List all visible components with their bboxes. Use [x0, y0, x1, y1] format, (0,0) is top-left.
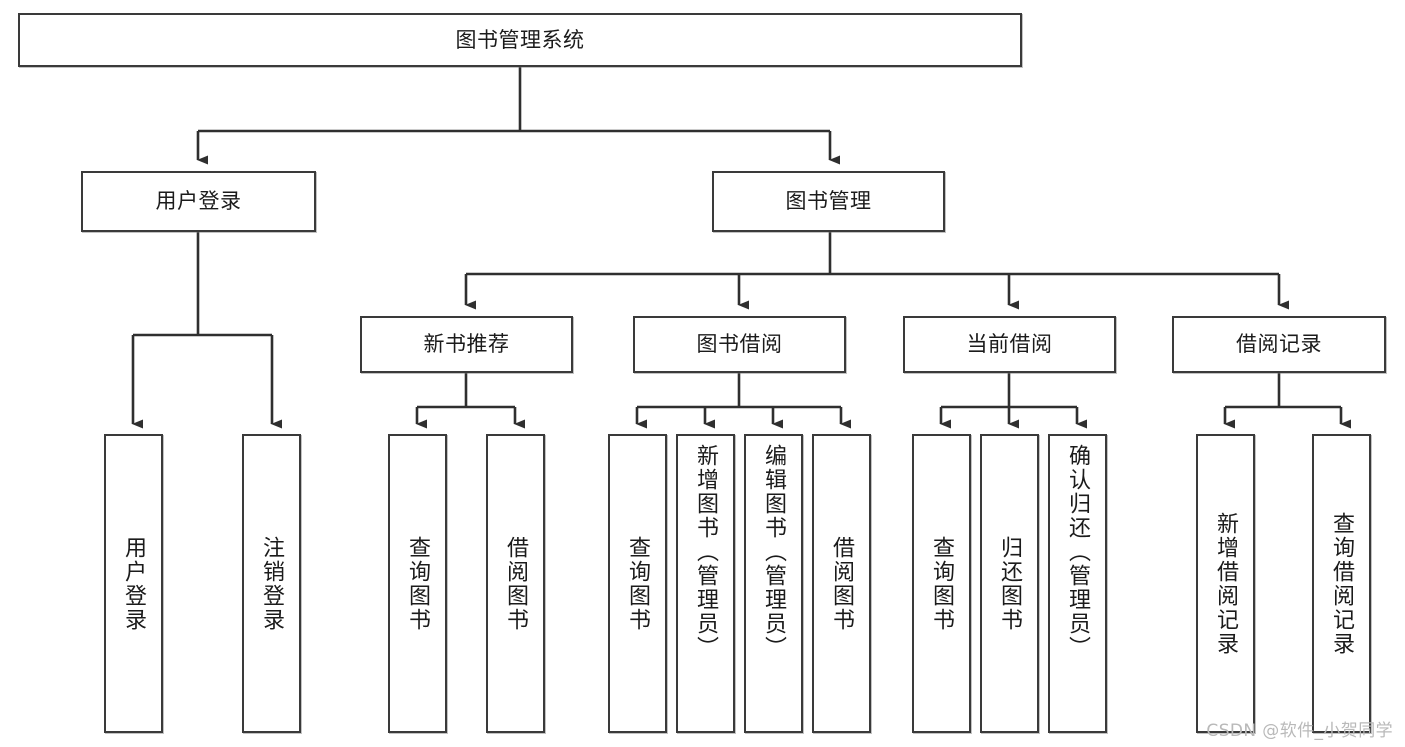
node-label: 借阅图书: [503, 535, 529, 632]
leaf-confirm-return-admin[interactable]: 确认归还（管理员）: [1048, 434, 1107, 733]
node-label: 新增借阅记录: [1213, 511, 1239, 656]
node-label: 图书管理系统: [455, 27, 585, 52]
node-label: 注销登录: [259, 535, 285, 632]
node-label: 查询图书: [405, 535, 431, 632]
leaf-borrow-book-recommendation[interactable]: 借阅图书: [486, 434, 545, 733]
node-book-borrowing[interactable]: 图书借阅: [633, 316, 846, 373]
node-user-login[interactable]: 用户登录: [81, 171, 316, 232]
node-label: 归还图书: [997, 535, 1023, 632]
node-book-management[interactable]: 图书管理: [712, 171, 945, 232]
node-label: 图书借阅: [696, 332, 783, 357]
leaf-query-book-borrowing[interactable]: 查询图书: [608, 434, 667, 733]
leaf-user-login[interactable]: 用户登录: [104, 434, 163, 733]
leaf-edit-book-admin[interactable]: 编辑图书（管理员）: [744, 434, 803, 733]
leaf-add-borrowing-record[interactable]: 新增借阅记录: [1196, 434, 1255, 733]
leaf-add-book-admin[interactable]: 新增图书（管理员）: [676, 434, 735, 733]
node-label: 用户登录: [121, 535, 147, 632]
node-current-borrowing[interactable]: 当前借阅: [903, 316, 1116, 373]
node-label: 查询图书: [929, 535, 955, 632]
node-root-book-management-system[interactable]: 图书管理系统: [18, 13, 1022, 67]
node-label: 当前借阅: [966, 332, 1053, 357]
node-label: 确认归还（管理员）: [1065, 444, 1091, 660]
leaf-borrow-book-borrowing[interactable]: 借阅图书: [812, 434, 871, 733]
node-label: 编辑图书（管理员）: [761, 444, 787, 660]
node-new-book-recommendation[interactable]: 新书推荐: [360, 316, 573, 373]
node-label: 查询图书: [625, 535, 651, 632]
node-label: 借阅记录: [1236, 332, 1322, 357]
leaf-query-book-recommendation[interactable]: 查询图书: [388, 434, 447, 733]
node-label: 借阅图书: [829, 535, 855, 632]
leaf-query-borrowing-record[interactable]: 查询借阅记录: [1312, 434, 1371, 733]
leaf-return-book[interactable]: 归还图书: [980, 434, 1039, 733]
node-label: 查询借阅记录: [1329, 511, 1355, 656]
node-borrowing-record[interactable]: 借阅记录: [1172, 316, 1386, 373]
node-label: 新书推荐: [423, 332, 510, 357]
node-label: 新增图书（管理员）: [693, 444, 719, 660]
leaf-logout-login[interactable]: 注销登录: [242, 434, 301, 733]
leaf-query-book-current[interactable]: 查询图书: [912, 434, 971, 733]
node-label: 用户登录: [155, 189, 242, 214]
node-label: 图书管理: [785, 189, 872, 214]
csdn-watermark: CSDN @软件_小贺同学: [1206, 721, 1393, 741]
